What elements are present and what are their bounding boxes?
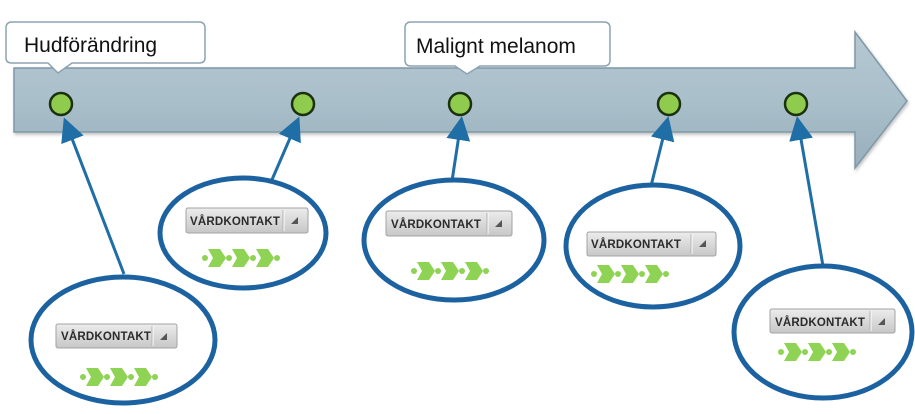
process-chevrons-icon [591, 265, 669, 283]
dropdown-triangle-icon [160, 333, 167, 340]
process-chevrons-icon [202, 249, 280, 267]
timeline-node-1[interactable] [48, 91, 74, 117]
vardkontakt-button-4[interactable]: VÅRDKONTAKT [586, 231, 717, 257]
timeline-nodes [48, 91, 809, 117]
connector-2 [269, 116, 301, 183]
vardkontakt-label-5: VÅRDKONTAKT [775, 316, 865, 329]
process-chevrons-icon [411, 262, 489, 280]
dropdown-triangle-icon [699, 240, 706, 247]
vardkontakt-button-1[interactable]: VÅRDKONTAKT [55, 323, 178, 349]
contact-card-5: VÅRDKONTAKT [731, 263, 915, 401]
callout-malignt-melanom: Malignt melanom [404, 21, 611, 75]
callout-label-left: Hudförändring [24, 34, 157, 57]
connector-1 [61, 117, 126, 275]
process-chevrons-icon [778, 343, 856, 361]
connectors [61, 116, 825, 275]
timeline-node-3[interactable] [447, 91, 473, 117]
contact-card-1: VÅRDKONTAKT [28, 274, 218, 406]
vardkontakt-button-3[interactable]: VÅRDKONTAKT [385, 210, 513, 237]
dropdown-triangle-icon [495, 220, 502, 227]
callout-label-center: Malignt melanom [416, 35, 576, 58]
connector-5 [789, 116, 825, 267]
contact-card-3: VÅRDKONTAKT [361, 177, 547, 303]
contact-card-4: VÅRDKONTAKT [563, 182, 743, 310]
process-chevrons-icon [80, 368, 158, 386]
dropdown-triangle-icon [878, 318, 885, 325]
contact-card-2: VÅRDKONTAKT [157, 175, 329, 291]
card-ellipse-3 [361, 177, 547, 303]
timeline-node-4[interactable] [656, 91, 682, 117]
vardkontakt-label-3: VÅRDKONTAKT [391, 218, 481, 231]
vardkontakt-button-2[interactable]: VÅRDKONTAKT [185, 207, 309, 234]
vardkontakt-label-1: VÅRDKONTAKT [61, 330, 151, 343]
timeline-node-5[interactable] [783, 91, 809, 117]
vardkontakt-button-5[interactable]: VÅRDKONTAKT [769, 308, 896, 334]
vardkontakt-label-2: VÅRDKONTAKT [190, 215, 280, 228]
callout-hudforandring: Hudförändring [5, 21, 206, 74]
connector-4 [649, 116, 675, 187]
timeline-node-2[interactable] [290, 91, 316, 117]
connector-3 [446, 116, 471, 182]
vardkontakt-label-4: VÅRDKONTAKT [591, 238, 681, 251]
dropdown-triangle-icon [291, 217, 298, 224]
